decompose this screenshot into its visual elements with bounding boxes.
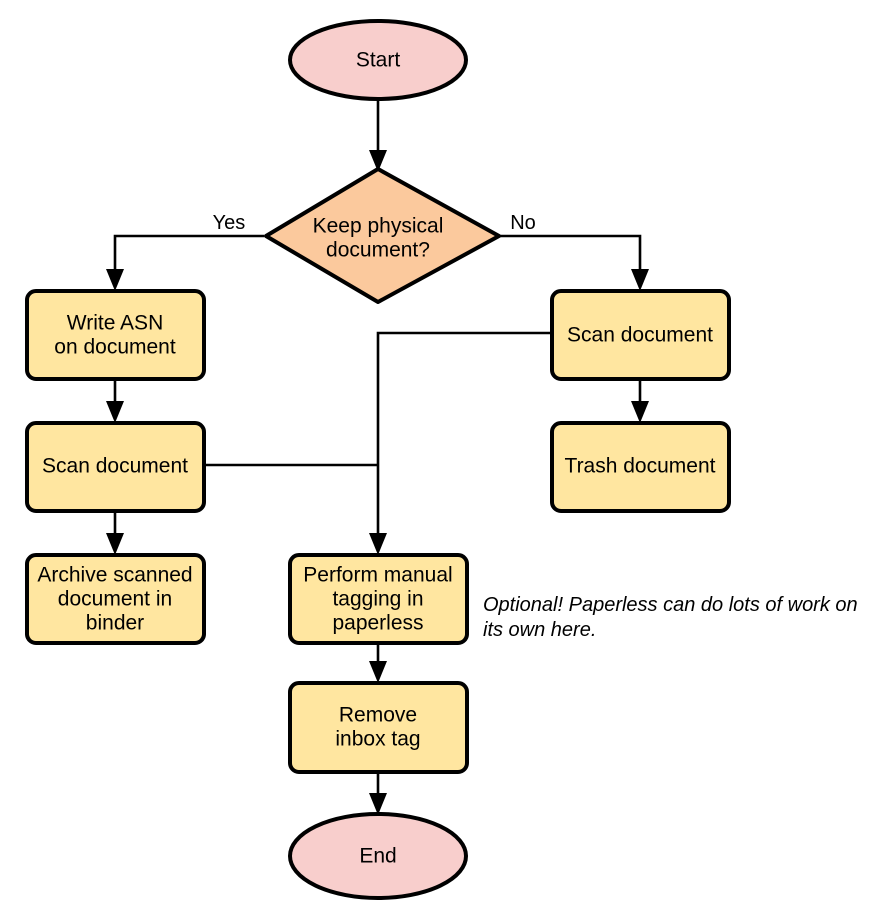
node-remove-inbox-label-line1: Remove: [339, 704, 417, 727]
node-trash-document-label: Trash document: [565, 455, 716, 478]
edge-scan-right-to-trash: [631, 379, 649, 423]
node-write-asn-label-line1: Write ASN: [67, 312, 163, 335]
node-manual-tagging-label-line3: paperless: [332, 612, 423, 635]
node-remove-inbox-label-line2: inbox tag: [335, 728, 420, 751]
node-write-asn-label-line2: on document: [54, 336, 176, 359]
edge-write-asn-to-scan-left: [106, 379, 124, 423]
edge-remove-inbox-to-end: [369, 772, 387, 815]
node-archive-label-line2: document in: [58, 588, 172, 611]
write-asn-box-shape: [25, 289, 206, 381]
manual-tagging-box-shape: [288, 553, 469, 645]
edge-label-no: No: [510, 212, 536, 234]
optional-note-line1: Optional! Paperless can do lots of work …: [483, 594, 858, 616]
edge-manual-tagging-to-remove-inbox: [369, 642, 387, 683]
node-start-label: Start: [356, 49, 401, 72]
optional-note: Optional! Paperless can do lots of work …: [483, 594, 858, 641]
node-trash-document[interactable]: Trash document: [550, 421, 731, 513]
trash-document-box-shape: [550, 421, 731, 513]
node-end[interactable]: End: [288, 812, 468, 900]
edge-label-yes: Yes: [213, 212, 246, 234]
edge-scan-right-to-manual-tagging: [369, 331, 552, 555]
node-end-label: End: [359, 845, 396, 868]
node-scan-document-left-label: Scan document: [42, 455, 188, 478]
node-write-asn-on-document[interactable]: Write ASN on document: [25, 289, 206, 381]
node-archive-label-line1: Archive scanned: [37, 564, 192, 587]
node-scan-document-left[interactable]: Scan document: [25, 421, 206, 513]
node-manual-tagging-label-line2: tagging in: [332, 588, 423, 611]
edge-decision-yes-to-write-asn: [106, 234, 264, 291]
optional-note-line2: its own here.: [483, 619, 596, 641]
decision-diamond-shape: [264, 167, 501, 304]
remove-inbox-tag-box-shape: [288, 681, 469, 774]
node-decision-keep-physical-document[interactable]: Keep physical document?: [264, 167, 501, 304]
node-perform-manual-tagging[interactable]: Perform manual tagging in paperless: [288, 553, 469, 645]
node-decision-label-line1: Keep physical: [313, 215, 444, 238]
edge-scan-left-to-archive: [106, 511, 124, 555]
node-archive-label-line3: binder: [86, 612, 144, 635]
node-manual-tagging-label-line1: Perform manual: [303, 564, 452, 587]
node-decision-label-line2: document?: [326, 239, 430, 262]
node-start[interactable]: Start: [288, 19, 468, 101]
node-remove-inbox-tag[interactable]: Remove inbox tag: [288, 681, 469, 774]
archive-box-shape: [25, 553, 206, 645]
start-terminator-shape: [288, 19, 468, 101]
node-scan-document-right[interactable]: Scan document: [550, 289, 731, 381]
end-terminator-shape: [288, 812, 468, 900]
edge-decision-no-to-scan-right: [500, 234, 649, 291]
node-archive-scanned-document[interactable]: Archive scanned document in binder: [25, 553, 206, 645]
scan-document-right-box-shape: [550, 289, 731, 381]
edge-start-to-decision: [369, 100, 387, 172]
scan-document-left-box-shape: [25, 421, 206, 513]
node-scan-document-right-label: Scan document: [567, 324, 713, 347]
